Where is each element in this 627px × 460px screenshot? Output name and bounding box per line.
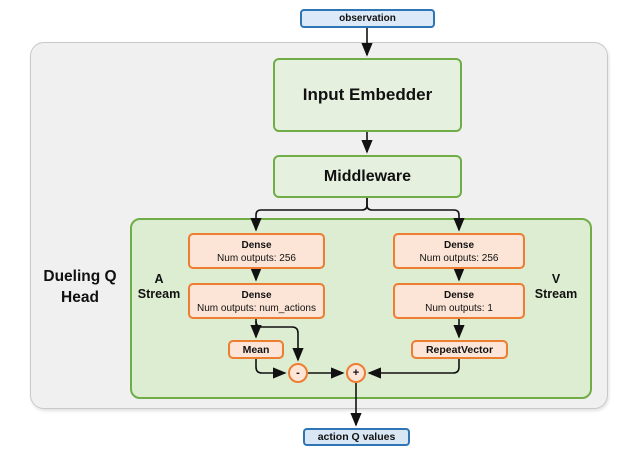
repeat-vector-node: RepeatVector [411, 340, 508, 359]
dueling-q-head-label: Dueling Q Head [43, 268, 117, 306]
plus-operator-node: + [346, 363, 366, 383]
dense-title: Dense [443, 239, 474, 251]
a-stream-label: A Stream [137, 272, 181, 301]
mean-node: Mean [228, 340, 284, 359]
dense-subtitle: Num outputs: 256 [217, 252, 296, 264]
v-stream-dense-1-node: Dense Num outputs: 1 [393, 283, 525, 319]
a-stream-dense-num-actions-node: Dense Num outputs: num_actions [188, 283, 325, 319]
dense-subtitle: Num outputs: 256 [419, 252, 499, 264]
dense-title: Dense [443, 289, 474, 301]
input-embedder-node: Input Embedder [273, 58, 462, 132]
dense-title: Dense [241, 239, 272, 251]
observation-node: observation [300, 9, 435, 28]
dense-title: Dense [241, 289, 272, 301]
action-q-values-node: action Q values [303, 428, 410, 446]
v-stream-label: V Stream [534, 272, 578, 301]
minus-operator-node: - [288, 363, 308, 383]
middleware-node: Middleware [273, 155, 462, 198]
dense-subtitle: Num outputs: num_actions [197, 302, 316, 314]
a-stream-dense-256-node: Dense Num outputs: 256 [188, 233, 325, 269]
dense-subtitle: Num outputs: 1 [425, 302, 493, 314]
v-stream-dense-256-node: Dense Num outputs: 256 [393, 233, 525, 269]
